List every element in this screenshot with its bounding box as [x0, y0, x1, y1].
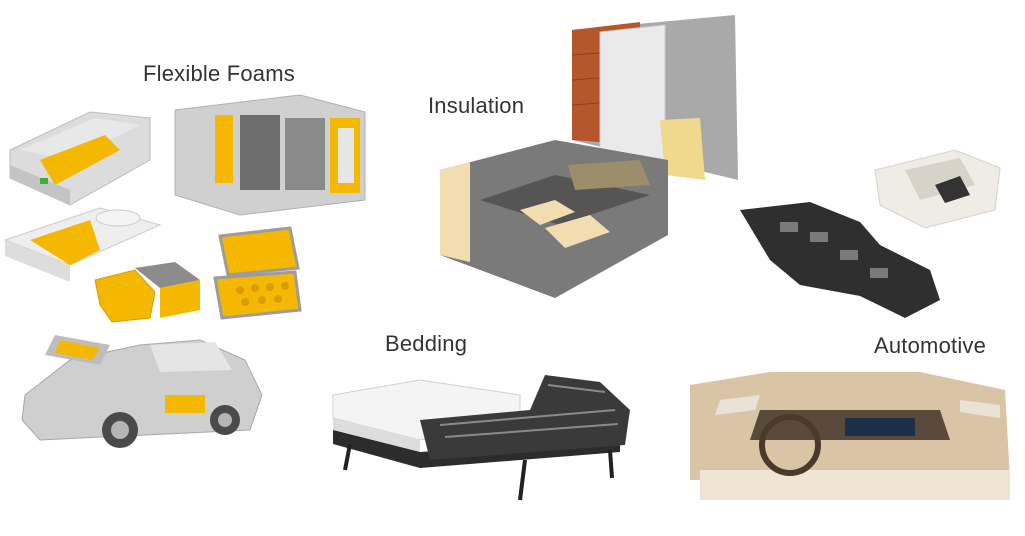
- car-illustration: [21, 335, 263, 448]
- car-interior-illustration: [690, 372, 1010, 500]
- adjustable-bed-illustration: [332, 375, 630, 501]
- label-flexible-foams: Flexible Foams: [143, 61, 295, 86]
- hvac-unit-illustration: [174, 94, 366, 216]
- label-bedding: Bedding: [385, 331, 468, 356]
- floor-insulation-illustration: [440, 140, 668, 298]
- suitcase-illustration: [213, 226, 302, 320]
- sofa-illustration: [9, 111, 151, 206]
- mattress-illustration: [3, 207, 162, 282]
- label-insulation: Insulation: [428, 93, 525, 118]
- molded-part-illustration: [740, 202, 940, 318]
- foam-blocks-illustration: [94, 262, 200, 323]
- seat-cushion-illustration: [874, 149, 1001, 229]
- label-automotive: Automotive: [874, 333, 987, 358]
- wall-insulation-illustration: [571, 15, 738, 180]
